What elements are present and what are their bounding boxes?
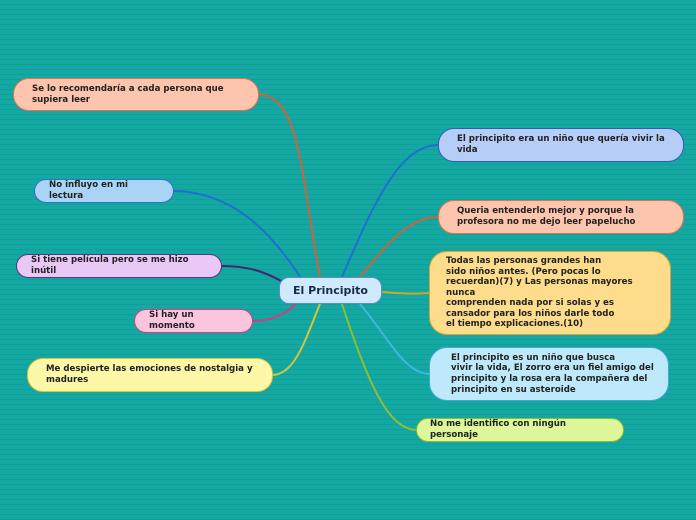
node-entenderlo[interactable]: Queria entenderlo mejor y porque la prof… xyxy=(438,200,684,234)
node-label: Todas las personas grandes han sido niño… xyxy=(446,255,633,330)
node-label: No influyo en mi lectura xyxy=(49,180,128,201)
node-pelicula[interactable]: Si tiene película pero se me hizo inútil xyxy=(16,254,222,278)
node-label: El principito es un niño que busca vivir… xyxy=(451,352,654,395)
connector-momento xyxy=(251,303,297,322)
connector-identifico xyxy=(341,303,418,431)
connector-nostalgia xyxy=(271,303,321,376)
node-no-influyo[interactable]: No influyo en mi lectura xyxy=(34,179,174,203)
connector-personas-grandes xyxy=(381,291,431,295)
node-nostalgia[interactable]: Me despierte las emociones de nostalgia … xyxy=(27,358,273,392)
connector-recomendaria xyxy=(257,93,321,278)
node-label: Queria entenderlo mejor y porque la prof… xyxy=(457,206,636,227)
node-identifico[interactable]: No me identifico con ningún personaje xyxy=(416,418,624,442)
node-label: Si tiene película pero se me hizo inútil xyxy=(31,255,189,276)
connector-nino-vivir xyxy=(341,144,440,278)
node-personas-grandes[interactable]: Todas las personas grandes han sido niño… xyxy=(429,251,671,335)
node-label: Me despierte las emociones de nostalgia … xyxy=(46,364,253,385)
central-topic-label: El Principito xyxy=(293,284,368,297)
central-topic[interactable]: El Principito xyxy=(279,277,382,304)
node-zorro[interactable]: El principito es un niño que busca vivir… xyxy=(429,347,669,401)
node-label: Se lo recomendaría a cada persona que su… xyxy=(32,83,224,105)
node-nino-vivir[interactable]: El principito era un niño que quería viv… xyxy=(438,128,684,162)
connector-no-influyo xyxy=(172,190,301,278)
node-recomendaria[interactable]: Se lo recomendaría a cada persona que su… xyxy=(13,78,259,111)
node-momento[interactable]: Si hay un momento xyxy=(134,309,253,333)
node-label: Si hay un momento xyxy=(149,310,195,331)
connector-zorro xyxy=(359,303,431,375)
node-label: El principito era un niño que quería viv… xyxy=(457,134,665,155)
connector-entenderlo xyxy=(359,216,440,278)
node-label: No me identifico con ningún personaje xyxy=(430,419,566,440)
connector-pelicula xyxy=(220,265,286,284)
